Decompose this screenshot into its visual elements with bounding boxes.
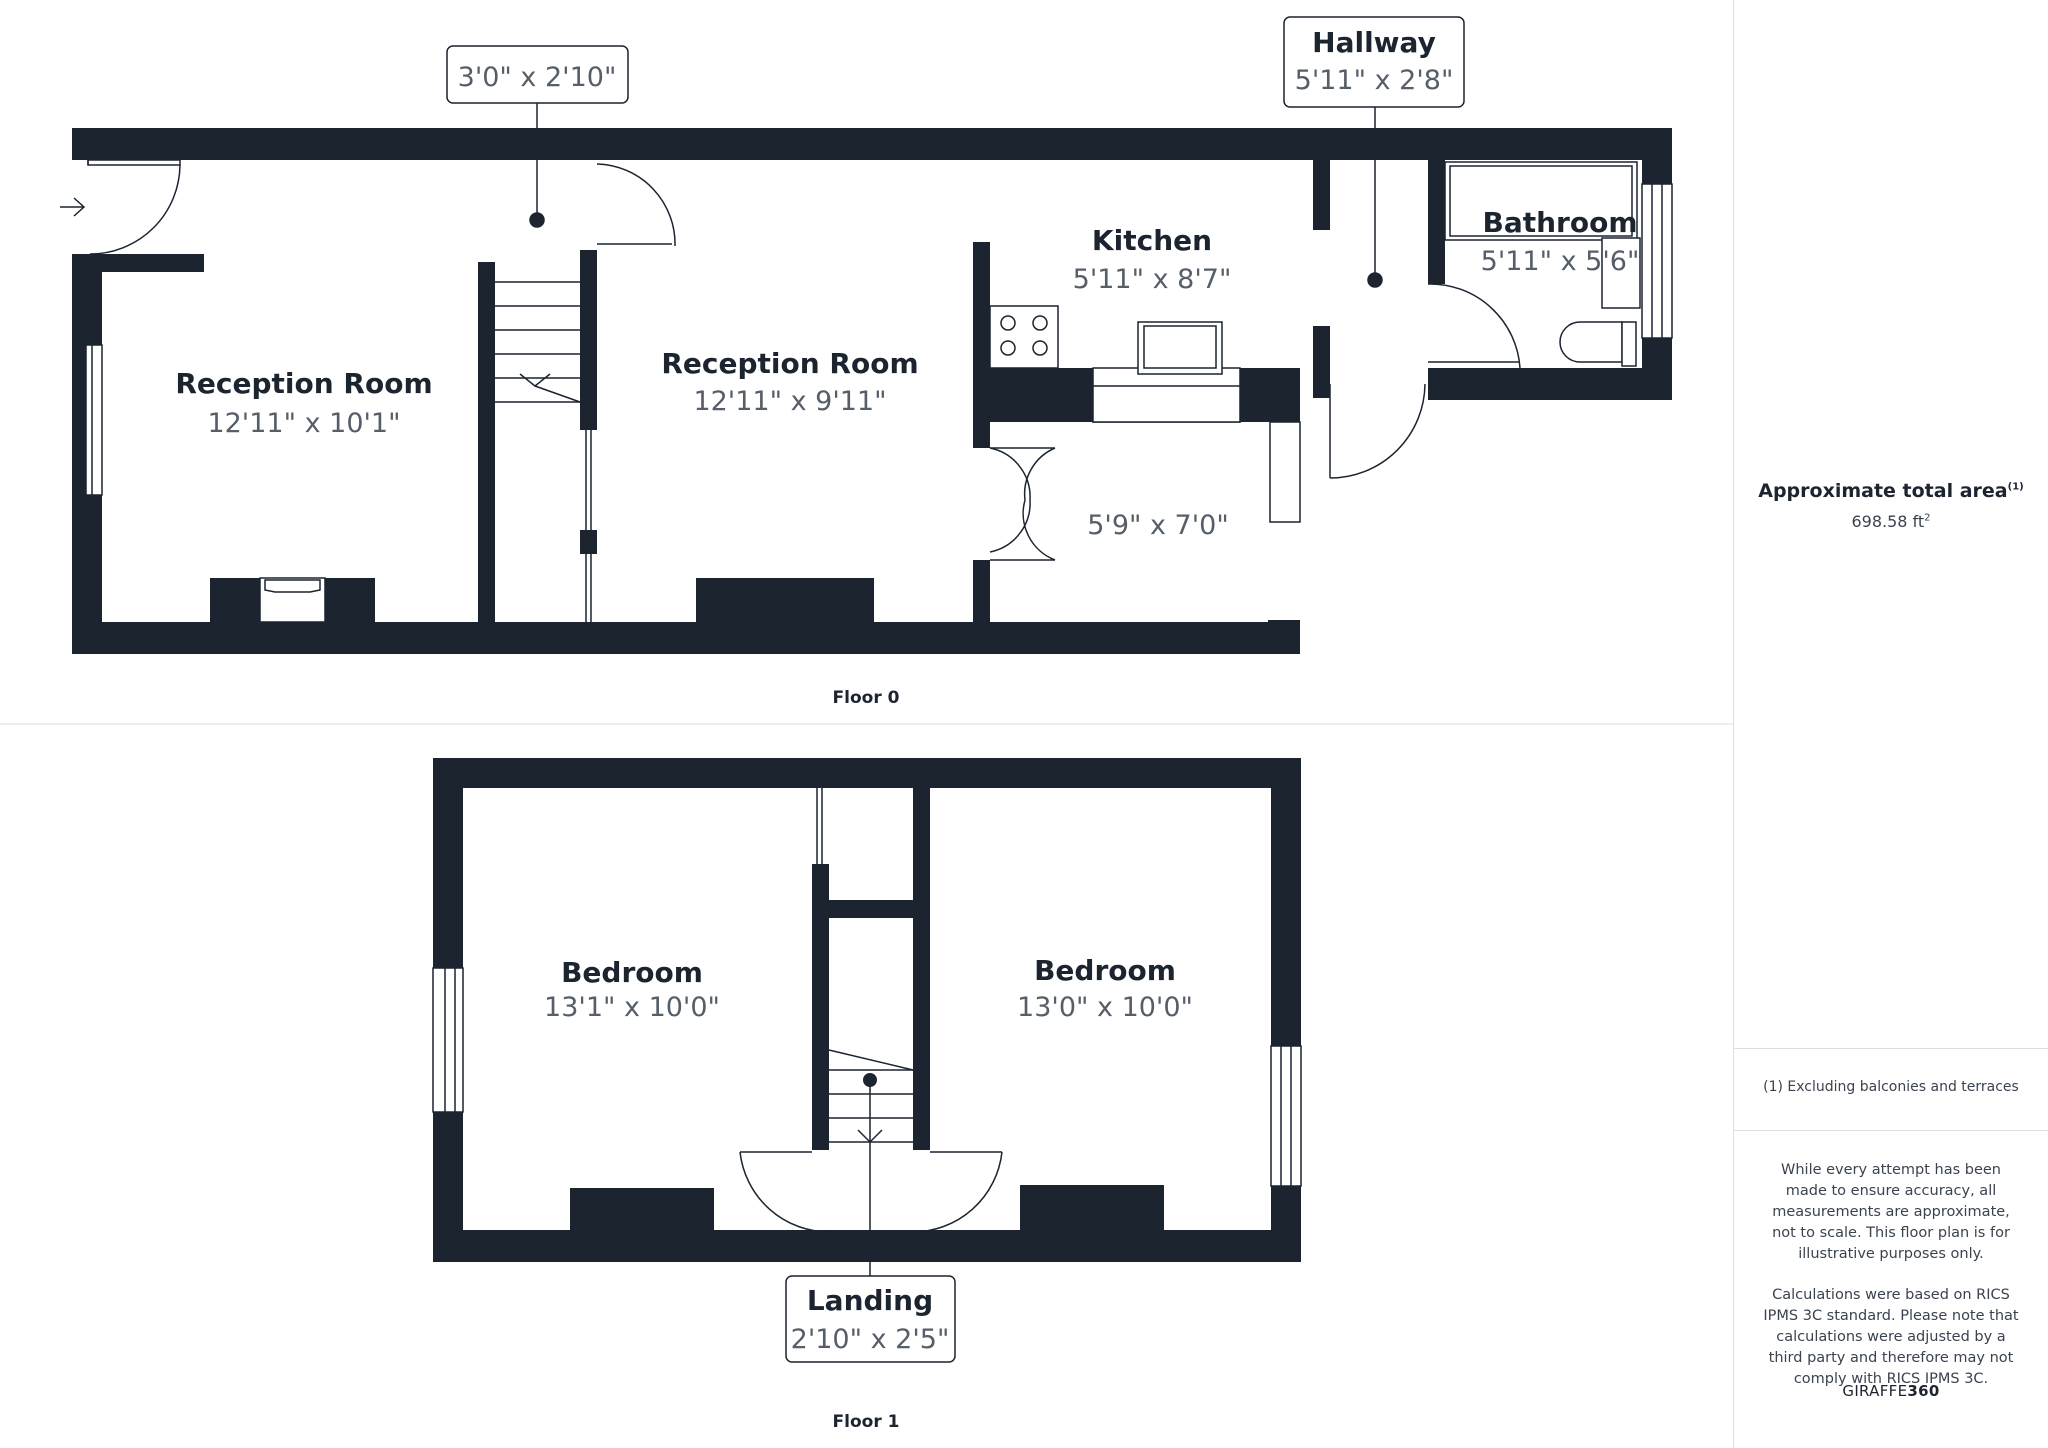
room-dims-reception-2: 12'11" x 9'11" xyxy=(693,386,886,417)
area-footnote: (1) Excluding balconies and terraces xyxy=(1763,1079,2019,1095)
floor-plan: 3'0" x 2'10" Hallway 5'11" x 2'8" Recept… xyxy=(0,16,1733,1432)
callout-landing-dims: 2'10" x 2'5" xyxy=(791,1324,950,1355)
room-name-reception-2: Reception Room xyxy=(661,347,918,380)
callout-landing-name: Landing xyxy=(807,1284,933,1317)
disclaimer: While every attempt has been made to ens… xyxy=(1734,1160,2048,1410)
room-name-bathroom: Bathroom xyxy=(1482,206,1637,239)
room-name-bedroom-1: Bedroom xyxy=(561,956,703,989)
floor-0-plan xyxy=(72,128,1672,654)
callout-box-landing xyxy=(785,1275,956,1363)
info-sidebar: Approximate total area(1) 698.58 ft2 (1)… xyxy=(1733,0,2048,1448)
floor-1-label: Floor 1 xyxy=(833,1412,900,1432)
room-dims-bedroom-2: 13'0" x 10'0" xyxy=(1017,992,1193,1023)
room-dims-bedroom-1: 13'1" x 10'0" xyxy=(544,992,720,1023)
callout-hallway-dims: 5'11" x 2'8" xyxy=(1295,65,1454,96)
room-name-bedroom-2: Bedroom xyxy=(1034,954,1176,987)
room-dims-reception-1: 12'11" x 10'1" xyxy=(207,408,400,439)
callout-box-hallway xyxy=(1283,16,1465,108)
disclaimer-text-2: Calculations were based on RICS IPMS 3C … xyxy=(1763,1287,2019,1387)
sidebar-divider xyxy=(1734,1130,2048,1131)
callout-stair-dims: 3'0" x 2'10" xyxy=(458,62,617,93)
room-dims-kitchen: 5'11" x 8'7" xyxy=(1073,264,1232,295)
room-dims-store: 5'9" x 7'0" xyxy=(1087,510,1229,541)
callout-hallway-name: Hallway xyxy=(1312,26,1436,59)
room-dims-bathroom: 5'11" x 5'6" xyxy=(1481,246,1640,277)
callout-box-stair xyxy=(446,45,629,104)
wall-top xyxy=(72,128,1672,160)
floor-0-label: Floor 0 xyxy=(833,688,900,708)
room-name-kitchen: Kitchen xyxy=(1092,224,1212,257)
total-area-label: Approximate total area(1) xyxy=(1758,480,2024,502)
disclaimer-text-1: While every attempt has been made to ens… xyxy=(1772,1162,2010,1262)
sidebar-divider xyxy=(1734,1048,2048,1049)
brand-logo: GIRAFFE360 xyxy=(1842,1382,1940,1400)
wall-bottom xyxy=(72,622,1300,654)
total-area-value: 698.58 ft2 xyxy=(1851,512,1931,531)
total-area-block: Approximate total area(1) 698.58 ft2 xyxy=(1734,480,2048,531)
room-name-reception-1: Reception Room xyxy=(175,367,432,400)
